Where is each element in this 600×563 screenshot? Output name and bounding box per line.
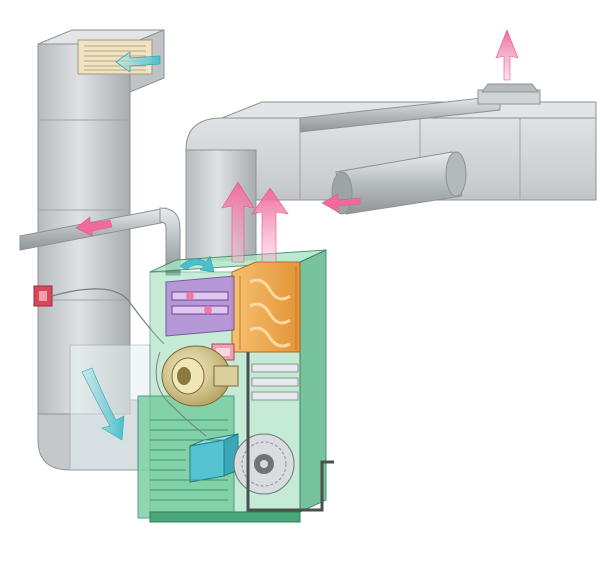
heat-exchanger-tubes xyxy=(251,363,299,401)
thermostat xyxy=(33,285,53,307)
air-filter xyxy=(150,419,228,501)
control-wiring xyxy=(155,351,207,437)
draft-inducer-motor xyxy=(161,345,239,407)
room-register-outlet xyxy=(481,83,539,93)
thermostat-wire xyxy=(51,288,165,345)
heat-exchanger xyxy=(231,261,301,353)
condensate-drain-line xyxy=(246,352,334,512)
register-hot-air-arrow xyxy=(495,29,519,81)
hot-supply-arrows xyxy=(221,181,289,263)
round-branch-duct xyxy=(331,151,467,215)
internal-airflow-arrow xyxy=(179,255,215,273)
burner-assembly xyxy=(165,275,235,337)
blower-fan xyxy=(233,433,295,495)
branch-inlet-arrow xyxy=(321,193,361,213)
return-intake-arrow xyxy=(115,51,161,73)
cool-return-arrow xyxy=(81,367,125,441)
exhaust-out-arrow xyxy=(75,216,113,237)
